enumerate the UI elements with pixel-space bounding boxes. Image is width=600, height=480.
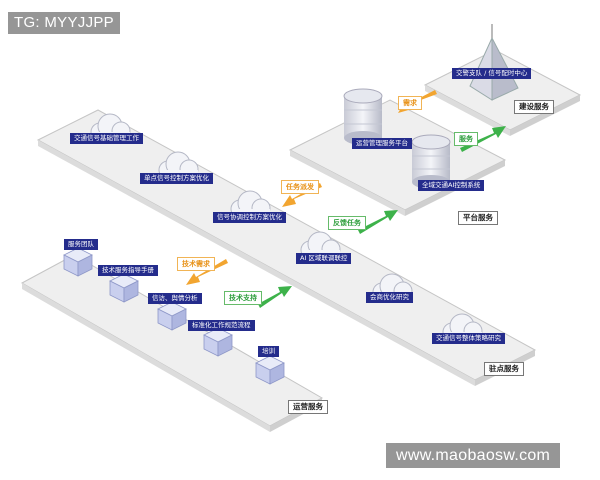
onsite-item-label: 单点信号控制方案优化: [140, 173, 213, 184]
tech-support-arrow-icon: [258, 286, 292, 308]
platform-service-title: 平台服务: [458, 211, 498, 225]
platform-item-label: 全域交通AI控制系统: [418, 180, 485, 191]
onsite-item-label: 信号协调控制方案优化: [213, 212, 286, 223]
tech-support-tag: 技术支持: [224, 291, 262, 305]
cube-icon: [63, 247, 93, 277]
operation-item-label: 技术服务指导手册: [98, 265, 158, 276]
cube-icon: [109, 273, 139, 303]
task-dispatch-tag: 任务派发: [281, 180, 319, 194]
construction-platform: [423, 24, 582, 136]
tech-demand-arrow-icon: [186, 259, 228, 285]
operation-item-label: 信访、舆情分析: [148, 293, 202, 304]
top-watermark: TG: MYYJJPP: [8, 12, 120, 34]
service-tag: 服务: [454, 132, 478, 146]
cube-icon: [203, 327, 233, 357]
onsite-item-label: 会商优化研究: [366, 292, 413, 303]
feedback-task-tag: 反馈任务: [328, 216, 366, 230]
operation-item-label: 服务团队: [64, 239, 98, 250]
operation-service-base: [20, 254, 324, 432]
bottom-watermark: www.maobaosw.com: [386, 443, 561, 468]
construction-item-label: 交警支队 / 信号配时中心: [452, 68, 532, 79]
operation-service-title: 运营服务: [288, 400, 328, 414]
cube-icon: [255, 355, 285, 385]
platform-item-label: 运营管理服务平台: [352, 138, 412, 149]
tech-demand-tag: 技术需求: [177, 257, 215, 271]
demand-tag: 需求: [398, 96, 422, 110]
cube-icon: [157, 301, 187, 331]
construction-service-title: 建设服务: [514, 100, 554, 114]
operation-item-label: 培训: [258, 346, 279, 357]
onsite-item-label: 交通信号整体策略研究: [432, 333, 505, 344]
onsite-item-label: AI 区域联调联控: [296, 253, 352, 264]
feedback-task-arrow-icon: [358, 210, 398, 234]
cube-icons: [63, 247, 285, 385]
onsite-item-label: 交通信号基础管理工作: [70, 133, 143, 144]
operation-item-label: 标准化工作规范流程: [188, 320, 255, 331]
onsite-service-title: 驻点服务: [484, 362, 524, 376]
